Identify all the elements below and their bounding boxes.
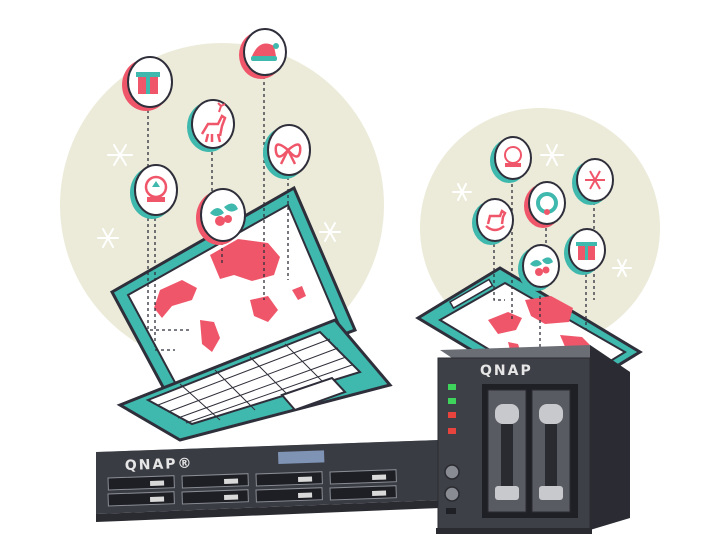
power-button[interactable] [444,464,460,480]
gift-icon [122,56,173,111]
wreath-icon [524,181,566,228]
tower-nas: QNAP [436,345,630,534]
usb-port [446,508,456,514]
bow-icon [263,124,311,179]
copy-button[interactable] [444,486,460,502]
snowflake-icon [97,144,632,277]
drive-tray-left[interactable] [487,389,527,513]
laptop-keyboard [145,330,362,426]
snow-globe-icon [490,136,532,183]
drive-tray-right[interactable] [531,389,571,513]
rocking-horse-icon [472,198,514,245]
rack-drive-bays [107,469,397,507]
holly-icon [518,244,560,291]
rack-bottom [96,500,440,522]
tablet-icons [472,136,614,291]
tower-side [590,345,630,530]
tower-logo: QNAP [480,363,533,379]
gift-icon [564,228,606,275]
tower-base [436,528,592,534]
snow-globe-icon [130,164,178,219]
world-map [154,239,306,352]
status-leds [448,384,456,434]
reindeer-icon [187,99,235,152]
snowflake-icon [572,158,614,205]
rack-nas: QNAP® [96,440,470,522]
santa-hat-icon [239,28,287,79]
holly-icon [196,188,246,245]
laptop-trackpad [280,376,347,412]
rack-logo: QNAP® [125,456,194,474]
tablet-speaker [448,278,494,310]
laptop-icons [122,28,311,245]
keyboard-keys [157,338,353,424]
rack-lcd [278,450,325,464]
rack-bay-handles [150,474,387,502]
